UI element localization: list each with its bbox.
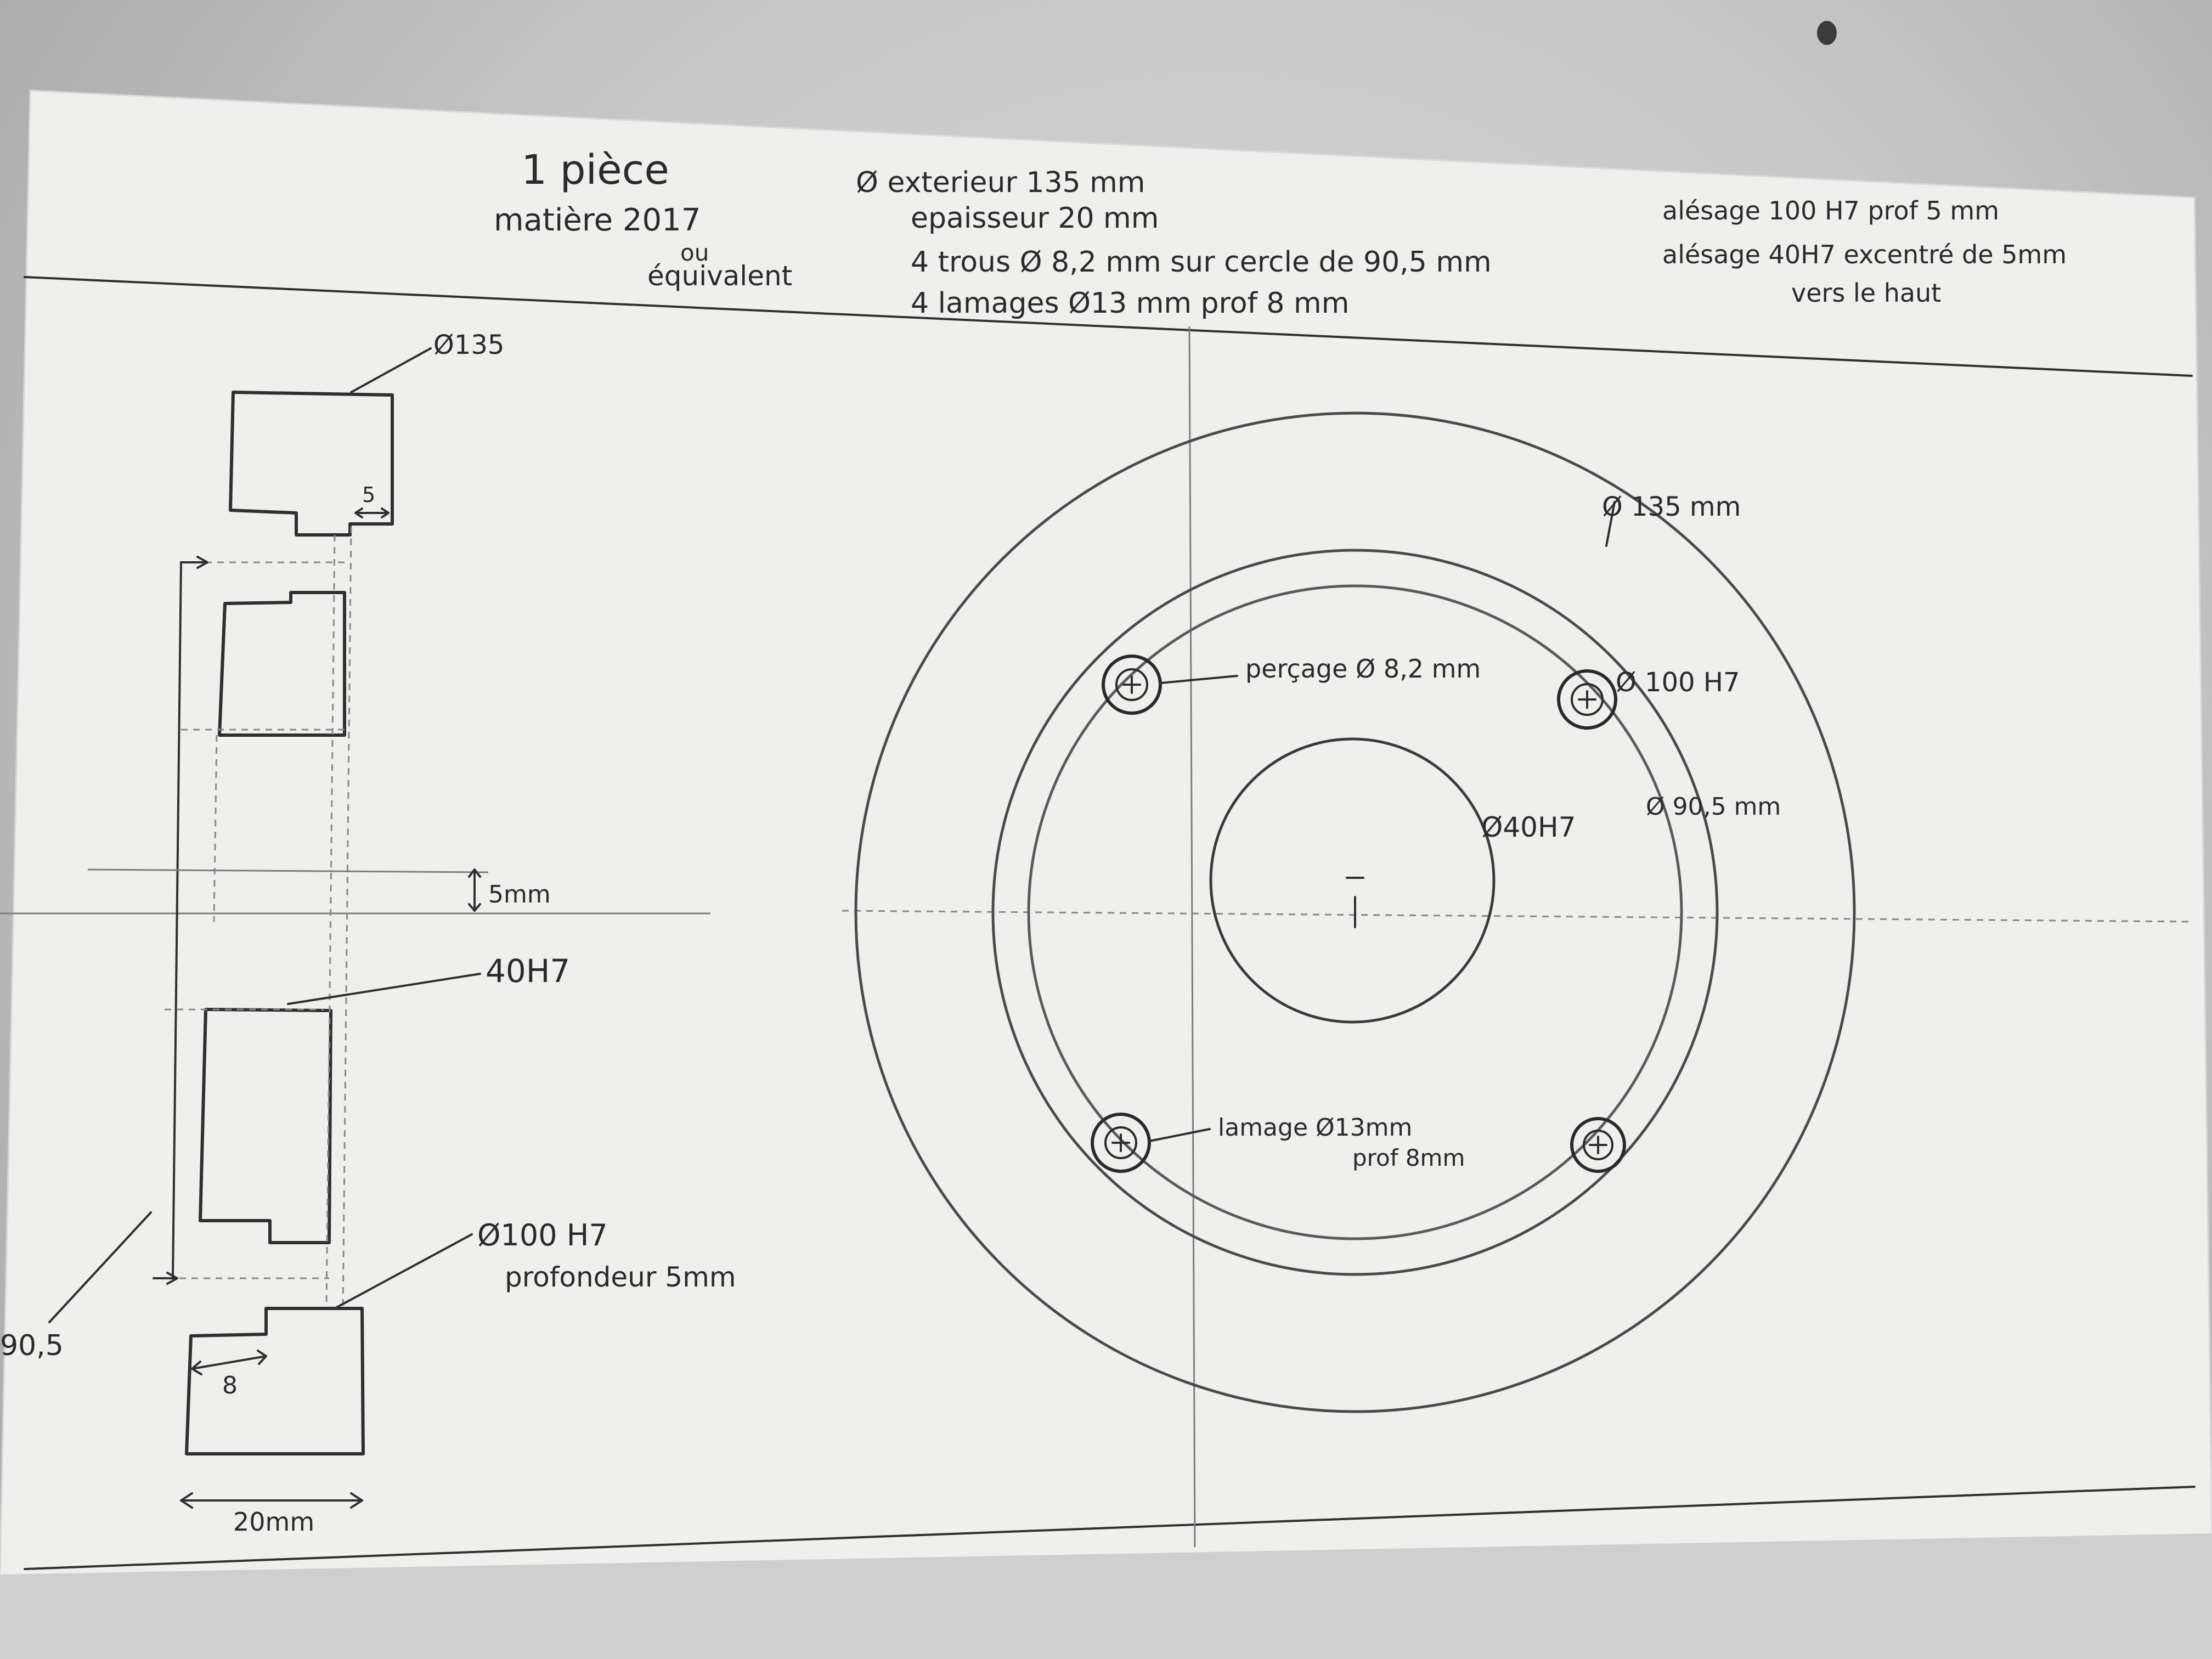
- front-counterbore-depth: prof 8mm: [1352, 1144, 1465, 1171]
- section-lower-block: [199, 1008, 332, 1244]
- section-counterbore-depth: 8: [222, 1372, 238, 1400]
- arrow-upper-right: [180, 556, 208, 569]
- leader-100h7: [334, 1233, 473, 1310]
- material-line-1: matière 2017: [494, 202, 701, 238]
- pencil-smudge: [1817, 21, 1837, 45]
- bottom-border-line: [24, 1486, 2196, 1570]
- section-bore-small: 40H7: [486, 952, 570, 990]
- header-divider-line: [24, 276, 2193, 377]
- material-line-3: équivalent: [647, 260, 792, 292]
- bore-40-direction: vers le haut: [1791, 278, 1941, 308]
- spec-exterior: Ø exterieur 135 mm: [856, 166, 1145, 199]
- spec-counterbores: 4 lamages Ø13 mm prof 8 mm: [911, 287, 1349, 320]
- bolt-circle-90-5: [1027, 584, 1683, 1240]
- section-eccentric-offset: 5mm: [488, 881, 551, 909]
- section-offset-small: 5: [362, 483, 375, 507]
- section-bore-large: Ø100 H7: [477, 1218, 608, 1252]
- front-view: Ø 135 mm perçage Ø 8,2 mm Ø 100 H7 Ø 90,…: [854, 411, 1856, 1413]
- eccentric-reference-upper: [87, 868, 489, 873]
- front-bolt-circle: Ø 90,5 mm: [1646, 793, 1781, 821]
- spec-holes: 4 trous Ø 8,2 mm sur cercle de 90,5 mm: [911, 246, 1492, 279]
- section-upper-block: [229, 391, 394, 537]
- paper-shadow-edge: [0, 1533, 2212, 1659]
- section-thickness: 20mm: [233, 1507, 314, 1537]
- spec-thickness: epaisseur 20 mm: [911, 202, 1159, 235]
- section-middle-block: [218, 591, 346, 737]
- leader-135: [350, 347, 432, 393]
- hole-top-left: [1102, 654, 1162, 715]
- section-bore-depth: profondeur 5mm: [505, 1261, 736, 1293]
- front-outer-diameter: Ø 135 mm: [1602, 492, 1741, 522]
- leader-drill: [1159, 675, 1238, 684]
- thickness-dimension-arrow: [180, 1492, 363, 1509]
- section-view: Ø135 5 5mm 40H7 Ø100 H7 profondeur 5mm 9…: [0, 330, 736, 1537]
- leader-outer-diameter: [1605, 501, 1616, 547]
- leader-90-5: [48, 1211, 152, 1323]
- leader-counterbore: [1148, 1128, 1211, 1142]
- dimension-5-arrow: [354, 507, 390, 518]
- center-mark: [1346, 877, 1364, 928]
- hole-bottom-left: [1091, 1113, 1151, 1173]
- bolt-hole-dashed-lower: [165, 1008, 329, 1279]
- bore-40-spec: alésage 40H7 excentré de 5mm: [1662, 240, 2067, 269]
- section-bottom-block: [185, 1307, 365, 1455]
- material-line-2: ou: [680, 239, 709, 266]
- front-bore-40: Ø40H7: [1481, 811, 1576, 843]
- front-horizontal-axis-line: [842, 910, 2192, 923]
- bore-circle-100: [991, 549, 1719, 1276]
- front-bore-100: Ø 100 H7: [1616, 667, 1740, 698]
- bolt-hole-upper-outline: [172, 561, 182, 1279]
- outer-circle-135: [854, 411, 1856, 1413]
- paper-sheet: [0, 89, 2212, 1659]
- bore-100-spec: alésage 100 H7 prof 5 mm: [1662, 196, 1999, 225]
- section-outer-diameter: Ø135: [433, 330, 504, 360]
- hole-bottom-right: [1570, 1117, 1626, 1173]
- bore-circle-40: [1209, 737, 1496, 1024]
- front-counterbore-diameter: lamage Ø13mm: [1218, 1114, 1412, 1142]
- vertical-reference-lines: [213, 526, 352, 1312]
- arrow-lower-right: [153, 1272, 178, 1285]
- eccentric-dimension-arrow: [468, 868, 481, 912]
- section-bolt-circle: 90,5: [0, 1329, 64, 1362]
- counterbore-depth-arrow: [191, 1350, 267, 1375]
- hole-top-right: [1557, 669, 1617, 730]
- vertical-axis-line: [1188, 326, 1196, 1548]
- piece-count: 1 pièce: [521, 146, 669, 194]
- leader-40h7: [287, 973, 481, 1005]
- front-drill-label: perçage Ø 8,2 mm: [1245, 654, 1481, 684]
